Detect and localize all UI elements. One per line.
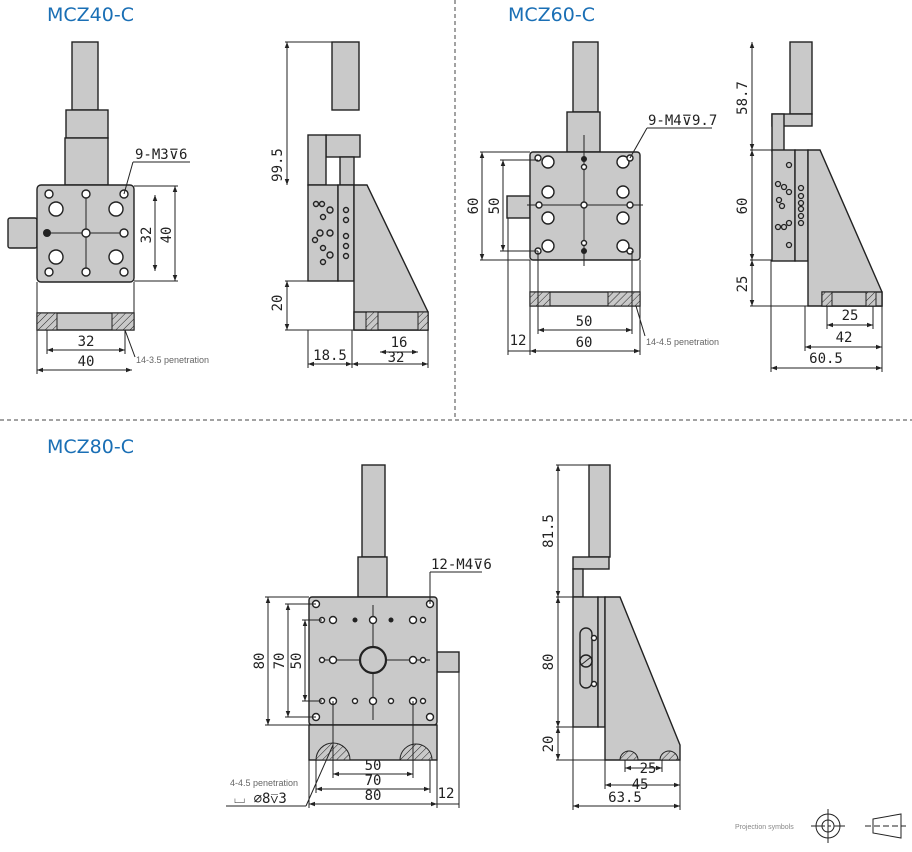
dim-label: 25 xyxy=(735,276,751,293)
dim-label: 50 xyxy=(365,758,382,774)
dim-label: 60 xyxy=(735,198,751,215)
mcz60-section: MCZ60-C 60 50 xyxy=(466,4,883,372)
mcz60-side-view: 58.7 60 25 25 42 60.5 xyxy=(735,41,883,372)
model-title: MCZ40-C xyxy=(47,4,134,26)
thread-callout: 9-M3⊽6 xyxy=(135,147,187,163)
thread-callout: 9-M4⊽9.7 xyxy=(648,113,717,129)
micrometer-head xyxy=(789,41,813,115)
dim-label: 32 xyxy=(78,334,95,350)
dim-label: 63.5 xyxy=(608,790,642,806)
micrometer-head xyxy=(71,41,99,111)
dim-label: 80 xyxy=(252,653,268,670)
micrometer-head xyxy=(361,464,386,558)
dim-label: 25 xyxy=(640,761,657,777)
dim-label: 32 xyxy=(388,350,405,366)
dim-label: 40 xyxy=(159,227,175,244)
dim-label: 25 xyxy=(842,308,859,324)
mcz40-front-view: 32 40 32 40 9-M3⊽6 14-3.5 penetration xyxy=(7,41,209,374)
angle-bracket xyxy=(807,149,883,307)
dim-label: 16 xyxy=(391,335,408,351)
dim-label: 50 xyxy=(289,653,305,670)
micrometer-head xyxy=(572,41,599,113)
model-title: MCZ80-C xyxy=(47,436,134,458)
mcz40-section: MCZ40-C 32 40 32 40 xyxy=(7,4,429,374)
dim-label: 40 xyxy=(78,354,95,370)
projection-cone-icon xyxy=(865,813,906,839)
dim-label: 50 xyxy=(487,198,503,215)
adjust-knob xyxy=(7,217,38,249)
dim-label: 99.5 xyxy=(270,148,286,182)
penetration-note: 14-3.5 penetration xyxy=(136,355,209,365)
mcz80-section: MCZ80-C 80 70 50 xyxy=(47,436,681,810)
projection-label: Projection symbols xyxy=(735,824,794,831)
dim-label: 80 xyxy=(365,788,382,804)
dim-label: 58.7 xyxy=(735,81,751,115)
dim-label: 18.5 xyxy=(313,348,347,364)
projection-symbols: Projection symbols xyxy=(735,809,906,843)
angle-bracket xyxy=(353,184,429,331)
counterbore-callout: ⌴ ⌀8⊽3 xyxy=(234,791,287,807)
adjust-knob xyxy=(506,195,531,219)
angle-bracket xyxy=(604,596,681,761)
mcz60-front-view: 60 50 50 60 12 9-M4⊽9.7 14-4.5 penetrati… xyxy=(466,41,719,355)
mount-block xyxy=(64,137,109,186)
projection-circle-icon xyxy=(811,809,845,843)
mcz40-side-view: 99.5 20 18.5 32 16 xyxy=(270,41,429,368)
dim-label: 60 xyxy=(576,335,593,351)
thread-callout: 12-M4⊽6 xyxy=(431,557,492,573)
model-title: MCZ60-C xyxy=(508,4,595,26)
dim-label: 20 xyxy=(541,736,557,753)
penetration-note: 4-4.5 penetration xyxy=(230,778,298,788)
dim-label: 42 xyxy=(836,330,853,346)
dim-label: 12 xyxy=(438,786,455,802)
mcz80-side-view: 81.5 80 20 25 45 63.5 xyxy=(541,464,681,810)
penetration-note: 14-4.5 penetration xyxy=(646,337,719,347)
dim-label: 20 xyxy=(270,295,286,312)
dim-label: 45 xyxy=(632,777,649,793)
micrometer-head xyxy=(588,464,611,558)
adjust-knob xyxy=(436,651,460,673)
dim-label: 60 xyxy=(466,198,482,215)
dim-label: 32 xyxy=(139,227,155,244)
dim-label: 12 xyxy=(510,333,527,349)
dim-label: 81.5 xyxy=(541,514,557,548)
dim-label: 70 xyxy=(365,773,382,789)
dim-label: 50 xyxy=(576,314,593,330)
dim-label: 60.5 xyxy=(809,351,843,367)
micrometer-head xyxy=(331,41,360,111)
dim-label: 70 xyxy=(272,653,288,670)
mount-block xyxy=(65,109,109,139)
mcz80-front-view: 80 70 50 50 70 80 12 12-M4⊽6 4-4.5 penet… xyxy=(226,464,492,808)
dim-label: 80 xyxy=(541,654,557,671)
